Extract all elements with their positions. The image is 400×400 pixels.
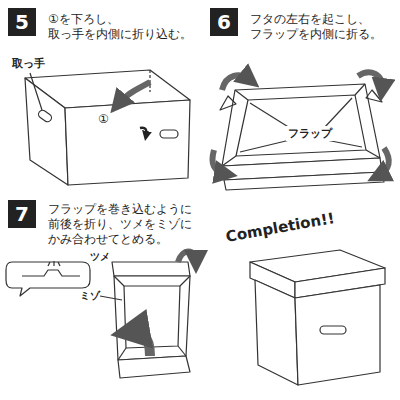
completion-text: Completion!! <box>224 209 335 246</box>
step-number: 6 <box>210 8 238 36</box>
step-instruction: フラップを巻き込むように 前後を折り、ツメをミゾに かみ合わせてとめる。 <box>48 202 208 247</box>
step-instruction: フタの左右を起こし、 フラップを内側に折る。 <box>250 12 398 42</box>
step-instruction: ①を下ろし、 取っ手を内側に折り込む。 <box>48 12 208 42</box>
part-label: ツメ <box>90 250 110 264</box>
part-label: 取っ手 <box>12 56 45 71</box>
part-label: フラップ <box>286 126 334 141</box>
part-label: ミゾ <box>80 289 100 303</box>
part-label: ① <box>98 112 109 126</box>
step-block: 5 ①を下ろし、 取っ手を内側に折り込む。 <box>8 8 208 42</box>
step-block: 6 フタの左右を起こし、 フラップを内側に折る。 <box>210 8 398 42</box>
step-block: 7 フラップを巻き込むように 前後を折り、ツメをミゾに かみ合わせてとめる。 <box>8 200 208 247</box>
step-number: 7 <box>8 200 36 228</box>
step-number: 5 <box>8 8 36 36</box>
